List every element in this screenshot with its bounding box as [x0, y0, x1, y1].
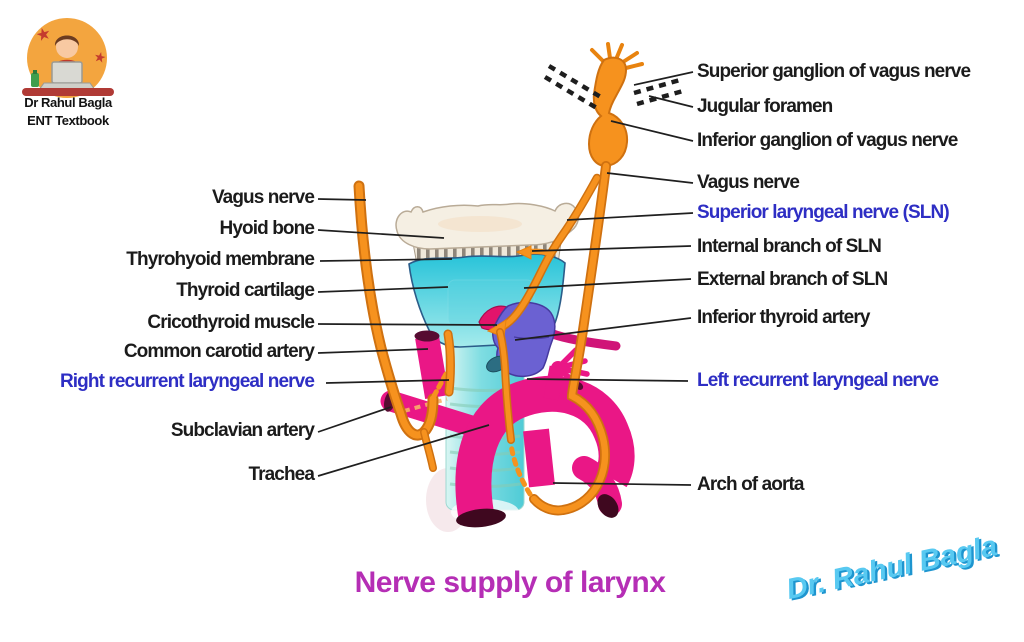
rln-behind-subclavian-dashes: [403, 397, 448, 413]
superior-laryngeal-nerve-shape: [486, 173, 602, 338]
diagram-title: Nerve supply of larynx: [354, 566, 666, 599]
boy-at-laptop-icon: [31, 35, 96, 91]
internal-branch-arrowhead: [515, 245, 532, 260]
label-inferior-thyroid-artery: Inferior thyroid artery: [697, 307, 870, 328]
aorta-ascending-limb: [523, 428, 555, 488]
aorta-cut-end-left: [456, 508, 506, 528]
label-vagus-nerve-left: Vagus nerve: [211, 187, 315, 208]
star-icon: ★: [34, 23, 54, 45]
logo-mascot: ★ ★: [22, 18, 114, 98]
logo-desk-bar: [22, 88, 114, 96]
hyoid-bone-shape: [395, 202, 580, 250]
label-common-carotid-artery: Common carotid artery: [123, 341, 315, 362]
label-cricothyroid-muscle: Cricothyroid muscle: [147, 312, 315, 333]
label-trachea: Trachea: [248, 464, 314, 485]
label-inferior-ganglion: Inferior ganglion of vagus nerve: [697, 130, 958, 151]
left-recurrent-laryngeal-nerve-shape: [496, 328, 533, 497]
right-vagus-nerve-shape: [529, 161, 611, 516]
label-hyoid-bone: Hyoid bone: [219, 218, 315, 239]
right-recurrent-laryngeal-nerve-shape: [431, 329, 455, 399]
leader-lines: [317, 71, 694, 486]
star-icon: ★: [92, 48, 108, 66]
label-superior-laryngeal-nerve: Superior laryngeal nerve (SLN): [697, 202, 950, 223]
carotid-cut-end: [414, 330, 440, 342]
label-vagus-nerve-right: Vagus nerve: [697, 172, 800, 193]
aorta-cut-end-right: [597, 494, 619, 518]
label-left-recurrent-laryngeal-nerve: Left recurrent laryngeal nerve: [697, 370, 939, 391]
label-internal-branch-sln: Internal branch of SLN: [697, 236, 882, 257]
common-carotid-artery-shape: [415, 335, 449, 399]
logo-title-line2: ENT Textbook: [27, 113, 109, 128]
jugular-foramen-hatching: [543, 64, 684, 112]
label-thyroid-cartilage: Thyroid cartilage: [176, 280, 315, 301]
left-vagus-nerve-shape: [353, 180, 439, 472]
vagus-ganglion-shape: [587, 42, 644, 168]
label-thyrohyoid-membrane: Thyrohyoid membrane: [126, 249, 315, 270]
label-superior-ganglion: Superior ganglion of vagus nerve: [697, 61, 971, 82]
label-external-branch-sln: External branch of SLN: [697, 269, 888, 290]
arteries: [380, 313, 635, 528]
label-jugular-foramen: Jugular foramen: [697, 96, 833, 117]
label-right-recurrent-laryngeal-nerve: Right recurrent laryngeal nerve: [59, 371, 315, 392]
nerves: [353, 42, 644, 516]
logo-title-line1: Dr Rahul Bagla: [24, 95, 112, 110]
label-subclavian-artery: Subclavian artery: [170, 420, 315, 441]
label-arch-of-aorta: Arch of aorta: [697, 474, 804, 495]
